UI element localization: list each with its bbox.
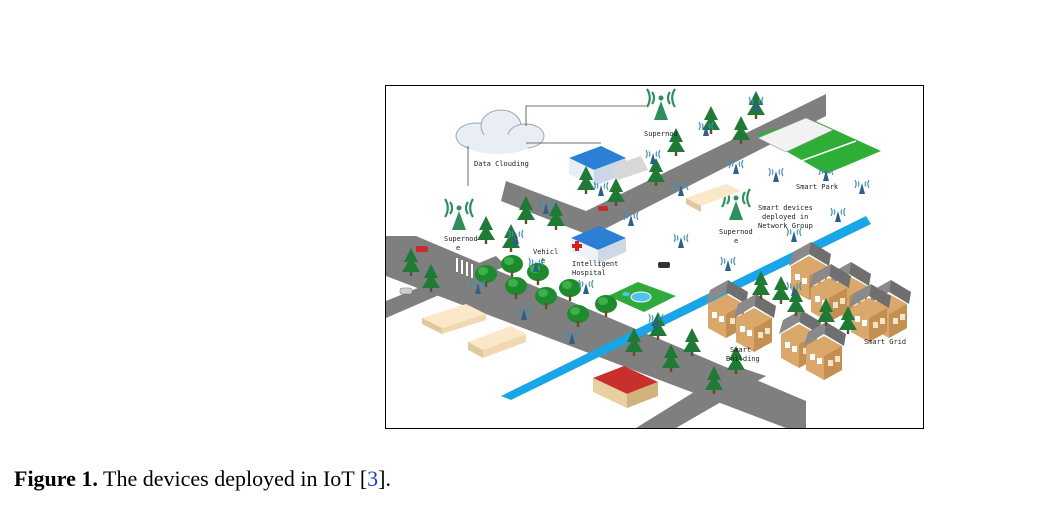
river xyxy=(501,216,871,400)
label-smart-park: Smart Park xyxy=(796,183,839,191)
label-supernode-left-1: Supernod xyxy=(444,235,478,243)
label-supernode-left-2: e xyxy=(456,244,460,252)
caption-label: Figure 1. xyxy=(14,466,98,491)
caption-reference-link[interactable]: 3 xyxy=(367,466,379,491)
caption-text: The devices deployed in IoT [ xyxy=(97,466,368,491)
supernode-top-icon xyxy=(645,87,677,122)
label-smart-building-2: Building xyxy=(726,355,760,363)
label-network-group-3: Network Group xyxy=(758,222,813,230)
crosswalk xyxy=(456,258,473,278)
label-hospital-1: Intelligent xyxy=(572,260,618,268)
cloud-link-line xyxy=(525,105,646,126)
label-supernode-mid-1: Supernod xyxy=(719,228,753,236)
label-supernode-mid-2: e xyxy=(734,237,738,245)
pool-park xyxy=(608,282,676,312)
label-vehicle-1: Vehicl xyxy=(533,248,558,256)
blue-building-icon xyxy=(569,146,648,186)
label-vehicle-2: e xyxy=(541,257,545,265)
iot-city-diagram: Data Clouding Supernod Supernod e Supern… xyxy=(386,87,911,428)
label-network-group-1: Smart devices xyxy=(758,204,813,212)
caption-end: ]. xyxy=(378,466,391,491)
hospital-icon xyxy=(571,226,626,264)
label-smart-building-1: Smart xyxy=(730,346,751,354)
iot-figure: Data Clouding Supernod Supernod e Supern… xyxy=(385,85,924,429)
main-road xyxy=(386,236,806,428)
label-hospital-2: Hospital xyxy=(572,269,606,277)
supernode-left-icon xyxy=(443,197,475,232)
label-smart-grid: Smart Grid xyxy=(864,338,906,346)
label-network-group-2: deployed in xyxy=(762,213,808,221)
red-roof-building xyxy=(593,366,658,408)
lower-right-road xyxy=(636,366,766,428)
smart-park-building xyxy=(757,117,834,153)
figure-caption: Figure 1. The devices deployed in IoT [3… xyxy=(14,466,391,492)
cars xyxy=(399,206,670,295)
block-building-1 xyxy=(422,304,486,334)
cloud-icon xyxy=(455,109,545,154)
label-supernode-top: Supernod xyxy=(644,130,678,138)
label-data-clouding: Data Clouding xyxy=(474,160,529,168)
block-building-2 xyxy=(468,326,526,358)
block-building-3 xyxy=(686,184,741,212)
